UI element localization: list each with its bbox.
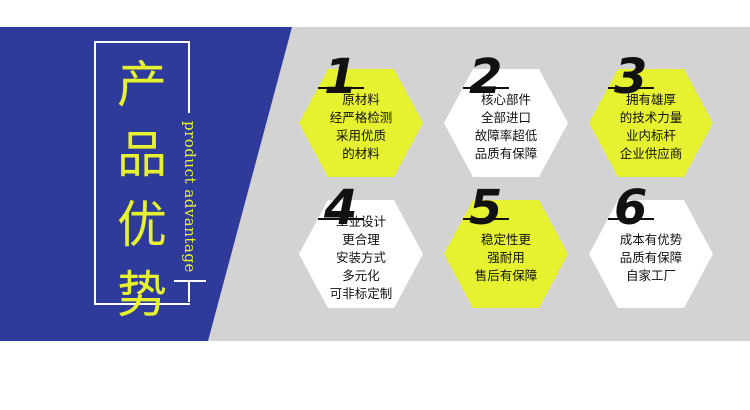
feature-number: 6 <box>614 180 648 236</box>
feature-text-line: 强耐用 <box>487 250 525 265</box>
feature-text-line: 售后有保障 <box>474 268 538 283</box>
feature-text-line: 安装方式 <box>335 250 386 265</box>
feature-text: 工业设计更合理安装方式多元化可非标定制 <box>298 213 424 303</box>
feature-text-line: 更合理 <box>342 232 380 247</box>
feature-text-line: 企业供应商 <box>619 146 683 161</box>
feature-text-line: 故障率超低 <box>474 128 538 143</box>
feature-text-line: 全部进口 <box>480 110 531 125</box>
hexagon-shape <box>444 200 568 308</box>
feature-text: 成本有优势品质有保障自家工厂 <box>588 231 714 285</box>
feature-text-line: 原材料 <box>342 92 380 107</box>
title-frame-edge-bottom <box>188 280 190 302</box>
feature-number-underline <box>463 218 509 220</box>
feature-text-line: 稳定性更 <box>480 232 531 247</box>
feature-text-line: 多元化 <box>342 268 380 283</box>
feature-text-line: 工业设计 <box>335 214 386 229</box>
feature-number-underline <box>463 87 509 89</box>
feature-text: 稳定性更强耐用售后有保障 <box>443 231 569 285</box>
feature-text-line: 采用优质 <box>335 128 386 143</box>
feature-number-underline <box>318 218 364 220</box>
title-char: 品 <box>117 126 167 184</box>
feature-text-line: 品质有保障 <box>474 146 538 161</box>
title-frame-edge <box>188 41 190 113</box>
feature-text-line: 核心部件 <box>480 92 531 107</box>
feature-text-line: 成本有优势 <box>619 232 683 247</box>
feature-number: 1 <box>324 49 358 105</box>
hexagon-shape <box>299 200 423 308</box>
feature-text: 原材料经严格检测采用优质的材料 <box>298 91 424 163</box>
feature-text-line: 品质有保障 <box>619 250 683 265</box>
page-subtitle: product advantage <box>181 121 199 273</box>
feature-text-line: 的材料 <box>342 146 380 161</box>
feature-text: 拥有雄厚的技术力量业内标杆企业供应商 <box>588 91 714 163</box>
blue-slanted-panel <box>0 27 292 341</box>
title-char: 产 <box>117 56 167 114</box>
feature-text-line: 拥有雄厚 <box>625 92 676 107</box>
feature-text-line: 自家工厂 <box>625 268 676 283</box>
feature-number-underline <box>318 87 364 89</box>
hexagon-shape <box>589 69 713 177</box>
feature-text-line: 的技术力量 <box>619 110 683 125</box>
feature-number: 3 <box>614 49 648 105</box>
feature-text-line: 经严格检测 <box>329 110 393 125</box>
feature-number: 2 <box>469 49 503 105</box>
feature-text-line: 业内标杆 <box>625 128 676 143</box>
feature-text-line: 可非标定制 <box>329 286 393 301</box>
title-frame-corner <box>172 41 190 43</box>
feature-text: 核心部件全部进口故障率超低品质有保障 <box>443 91 569 163</box>
hexagon-shape <box>299 69 423 177</box>
feature-number: 4 <box>324 180 358 236</box>
feature-number-underline <box>608 87 654 89</box>
hexagon-shape <box>589 200 713 308</box>
feature-number: 5 <box>469 180 503 236</box>
title-char: 势 <box>117 266 167 324</box>
page-title: 产 品 优 势 <box>112 50 172 330</box>
title-frame <box>94 41 190 305</box>
title-frame-underline <box>174 280 206 282</box>
title-char: 优 <box>117 196 167 254</box>
feature-number-underline <box>608 218 654 220</box>
hexagon-shape <box>444 69 568 177</box>
